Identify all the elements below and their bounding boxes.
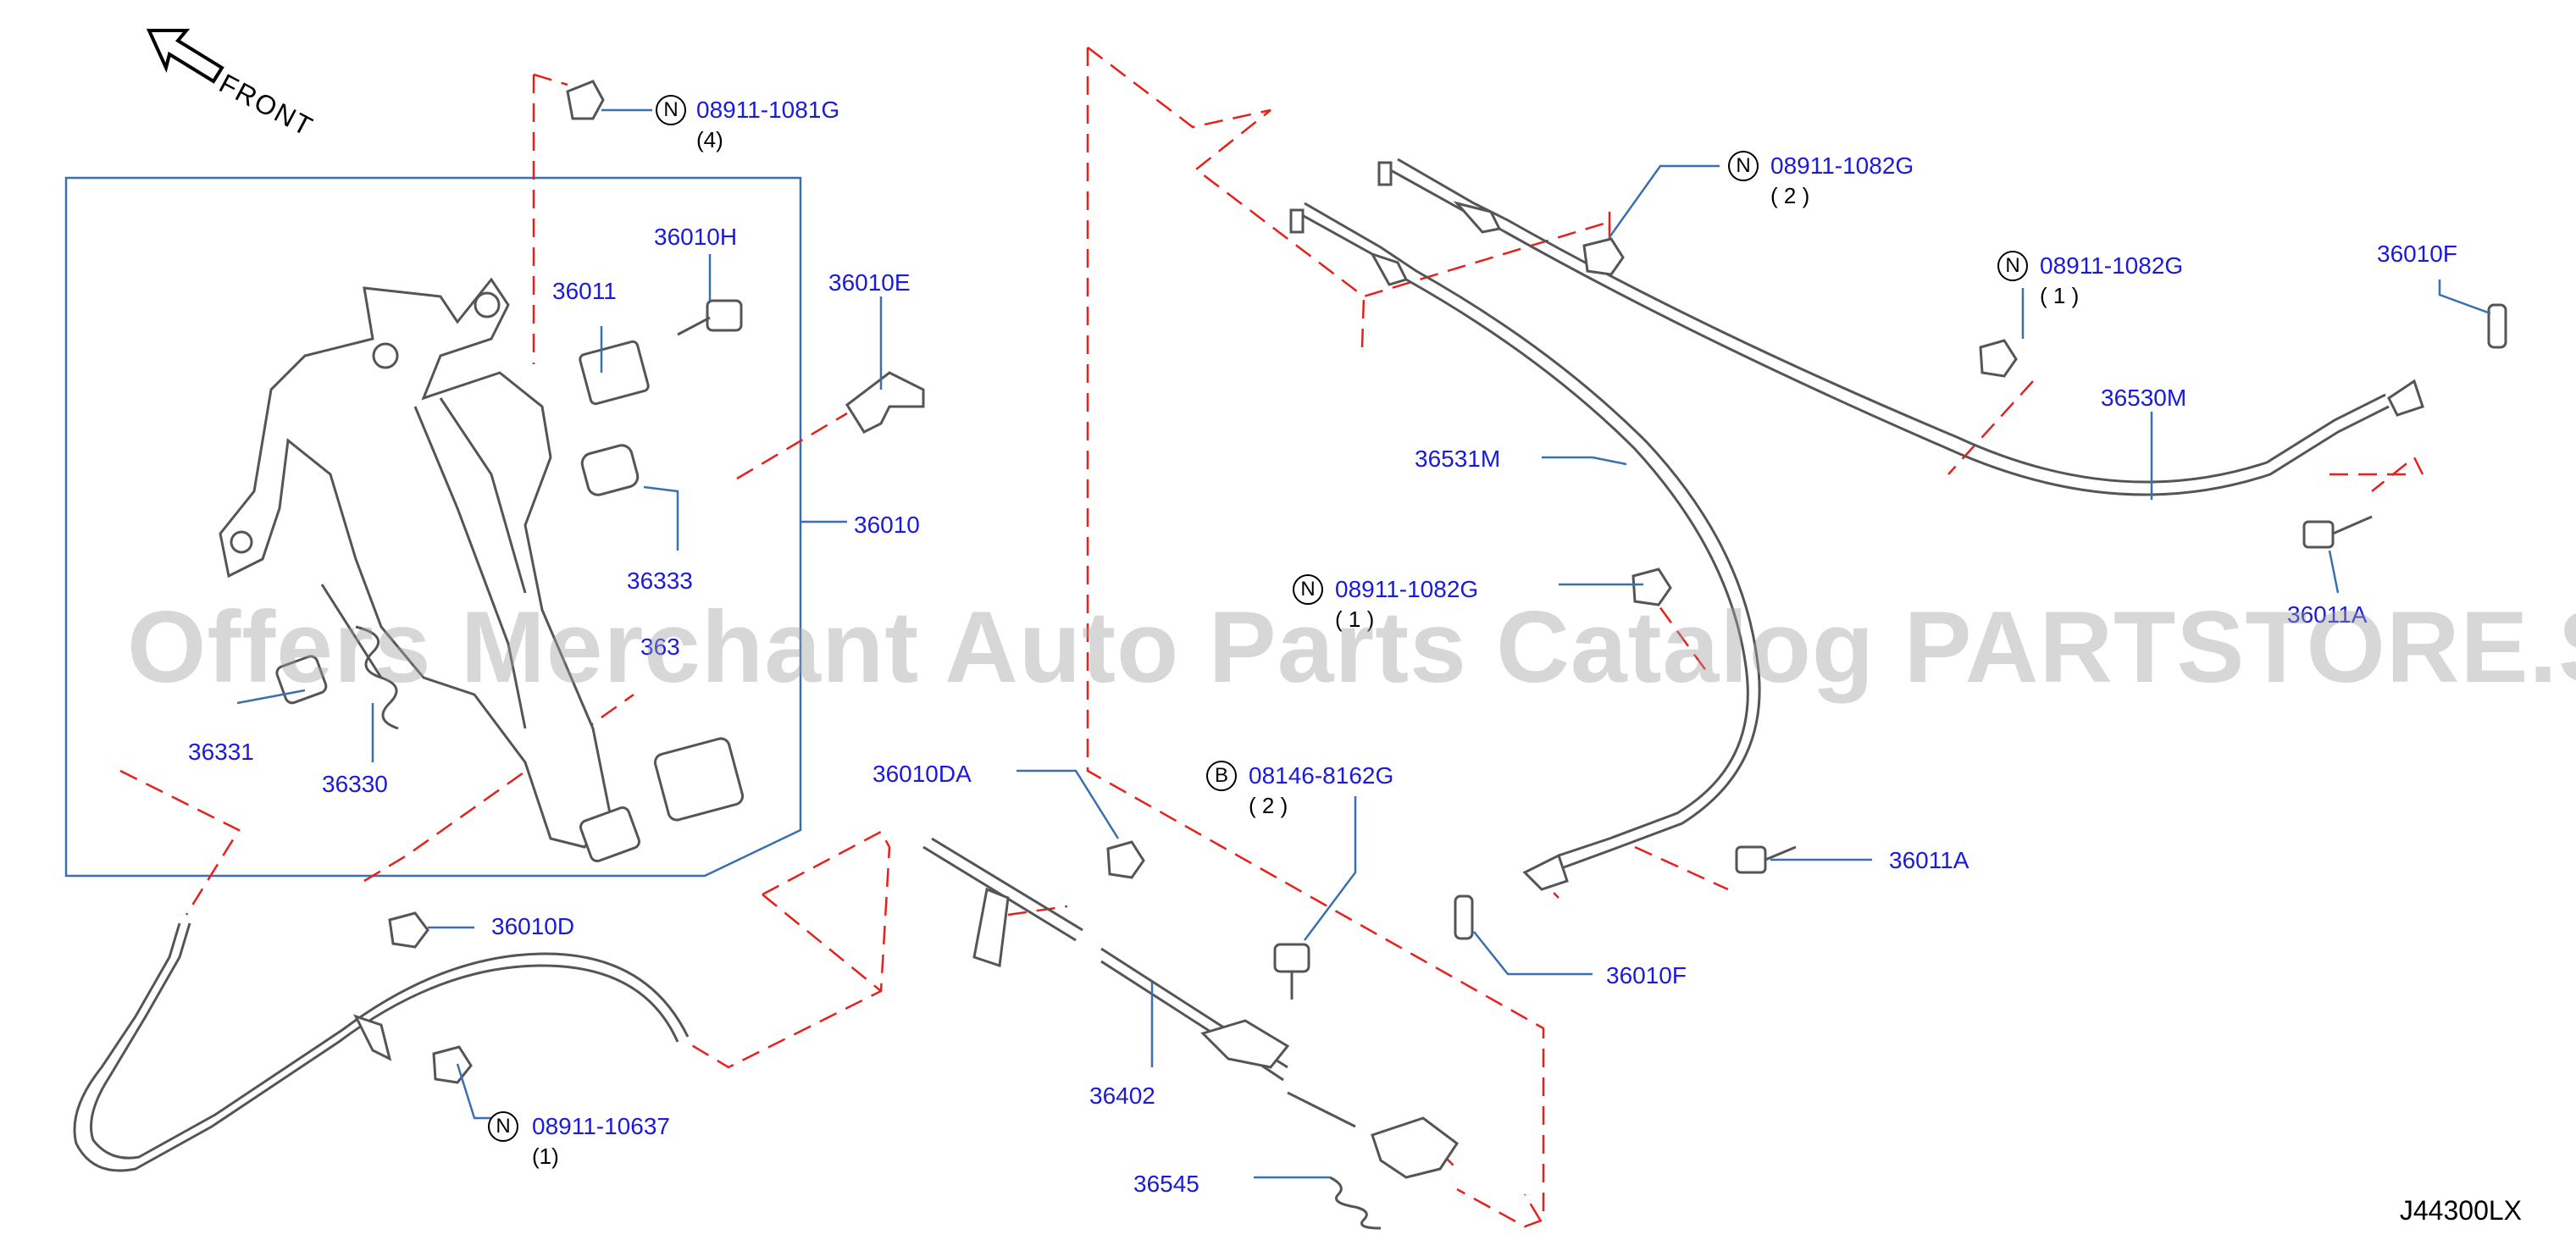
nut-36010DA: [1106, 840, 1145, 879]
qty-08911-10637: (1): [532, 1143, 559, 1169]
label-36402: 36402: [1089, 1083, 1155, 1109]
badge-n: N: [1293, 574, 1323, 605]
nut-08911-1082G-b: [1979, 339, 2018, 378]
diagram-code: J44300LX: [2399, 1195, 2522, 1226]
nut-08911-1081G: [566, 80, 605, 120]
bumper-36333: [580, 444, 640, 496]
leader-lines: [236, 108, 2491, 1179]
qty-08911-1081G: (4): [696, 127, 723, 152]
pedal-pad-36375: [653, 737, 745, 822]
cable-end-fittings: [1289, 161, 2424, 891]
label-36375: 363: [640, 634, 680, 660]
badge-b: B: [1206, 761, 1237, 791]
label-36010H: 36010H: [654, 224, 738, 250]
label-36011A-bot: 36011A: [1889, 847, 1969, 873]
bolt-36010H: [677, 299, 743, 336]
nut-08911-1082G-a: [1582, 237, 1625, 276]
label-36530M: 36530M: [2101, 385, 2187, 411]
label-36545: 36545: [1133, 1171, 1199, 1197]
badge-n: N: [1997, 251, 2028, 281]
label-08911-1081G: 08911-1081G: [696, 97, 840, 123]
badge-n: N: [656, 95, 686, 125]
label-36330: 36330: [322, 771, 388, 797]
front-cable: [73, 922, 690, 1172]
qty-08911-1082G-c: ( 1 ): [1335, 606, 1375, 632]
bolt-08146-8162G: [1273, 943, 1310, 1000]
badge-n: N: [488, 1111, 518, 1142]
pin-36010F-bot: [1454, 894, 1474, 940]
bumper-36331: [275, 655, 328, 705]
bracket-36010E: [845, 371, 925, 434]
spring-36330: [355, 625, 399, 730]
label-08911-1082G-c: 08911-1082G: [1335, 576, 1479, 602]
nut-36010D: [388, 911, 429, 949]
label-36010F-top: 36010F: [2377, 241, 2457, 267]
rear-cables: [1295, 158, 2390, 869]
label-08911-1082G-a: 08911-1082G: [1770, 152, 1914, 179]
label-36010: 36010: [854, 512, 920, 538]
label-36010D: 36010D: [491, 913, 575, 939]
pedal-assembly-box: [64, 176, 802, 878]
label-36331: 36331: [188, 739, 254, 765]
nut-08911-1082G-c: [1631, 568, 1672, 606]
switch-36011: [579, 340, 650, 406]
label-36011A-top: 36011A: [2287, 601, 2368, 628]
equalizer-36402: [922, 837, 1356, 1128]
badge-n: N: [1728, 151, 1759, 181]
label-36010DA: 36010DA: [873, 761, 972, 787]
label-08911-1082G-b: 08911-1082G: [2040, 252, 2184, 279]
qty-08911-1082G-b: ( 1 ): [2040, 283, 2080, 308]
label-36010F-bot: 36010F: [1606, 962, 1687, 988]
qty-08146-8162G: ( 2 ): [1249, 793, 1288, 818]
bolt-36011A-top: [2302, 515, 2373, 549]
nut-08911-10637: [432, 1045, 473, 1084]
label-36333: 36333: [627, 568, 693, 594]
label-08911-10637: 08911-10637: [532, 1113, 670, 1139]
label-36531M: 36531M: [1415, 446, 1501, 472]
label-36010E: 36010E: [828, 269, 911, 296]
front-arrow-icon: [146, 29, 224, 84]
parking-brake-pedal-assembly: [219, 277, 640, 862]
bolt-36011A-bot: [1735, 845, 1797, 874]
qty-08911-1082G-a: ( 2 ): [1770, 183, 1810, 208]
cable-bracket: [1371, 1116, 1460, 1179]
label-08146-8162G: 08146-8162G: [1249, 762, 1394, 789]
pin-36010F-top: [2487, 303, 2507, 349]
spring-36545: [1329, 1176, 1382, 1230]
label-36011: 36011: [552, 278, 617, 304]
